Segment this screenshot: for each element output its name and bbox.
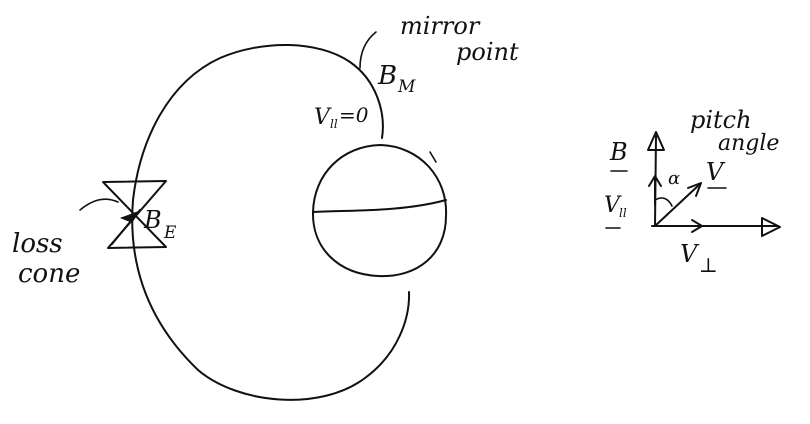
label-vec-v: V (706, 158, 727, 189)
planet-equator (312, 199, 447, 213)
b-equator-sub: E (163, 223, 177, 243)
mirror-text: mirror (400, 12, 481, 40)
planet-tick (429, 151, 437, 163)
b-mirror-sub: M (397, 77, 416, 97)
v-parallel-sub: ll (619, 206, 627, 220)
v-perp-sub: ⊥ (699, 253, 718, 277)
label-mirror-point: mirror point (400, 12, 519, 66)
cone-text: cone (18, 259, 80, 289)
label-b-equator: B E (143, 206, 177, 243)
vec-b-text: B (609, 138, 628, 166)
label-alpha: α (668, 168, 680, 189)
loss-cone-leader (79, 198, 119, 211)
label-pitch-angle: pitch angle (690, 106, 779, 156)
v-perp-text: V (680, 240, 700, 268)
v-vector-arrow (654, 183, 701, 227)
alpha-text: α (668, 168, 680, 189)
label-v-parallel: V ll (604, 193, 627, 229)
b-mirror-text: B (377, 61, 397, 91)
v-parallel-zero-sub: ll (330, 117, 338, 131)
pitch-angle-arc (654, 197, 673, 207)
label-loss-cone: loss cone (12, 229, 80, 289)
pitch-angle-vectors (647, 131, 781, 237)
label-v-parallel-zero: V ll =0 (314, 103, 369, 131)
vec-v-text: V (706, 158, 726, 186)
loss-text: loss (12, 229, 63, 259)
planet-circle (311, 144, 448, 278)
loss-cone-shape (102, 180, 167, 249)
b-equator-text: B (143, 206, 162, 234)
pitch-text: pitch (690, 106, 752, 134)
v-parallel-zero-eq: =0 (339, 103, 369, 127)
angle-text: angle (718, 131, 779, 156)
label-b-mirror: B M (377, 61, 416, 97)
v-parallel-zero-text: V (314, 105, 332, 130)
point-text: point (456, 38, 519, 66)
v-parallel-text: V (604, 193, 622, 218)
label-vec-b: B (609, 138, 628, 172)
mirror-point-leader (359, 31, 377, 69)
field-line-loop (131, 44, 411, 401)
label-v-perp: V ⊥ (680, 240, 718, 277)
